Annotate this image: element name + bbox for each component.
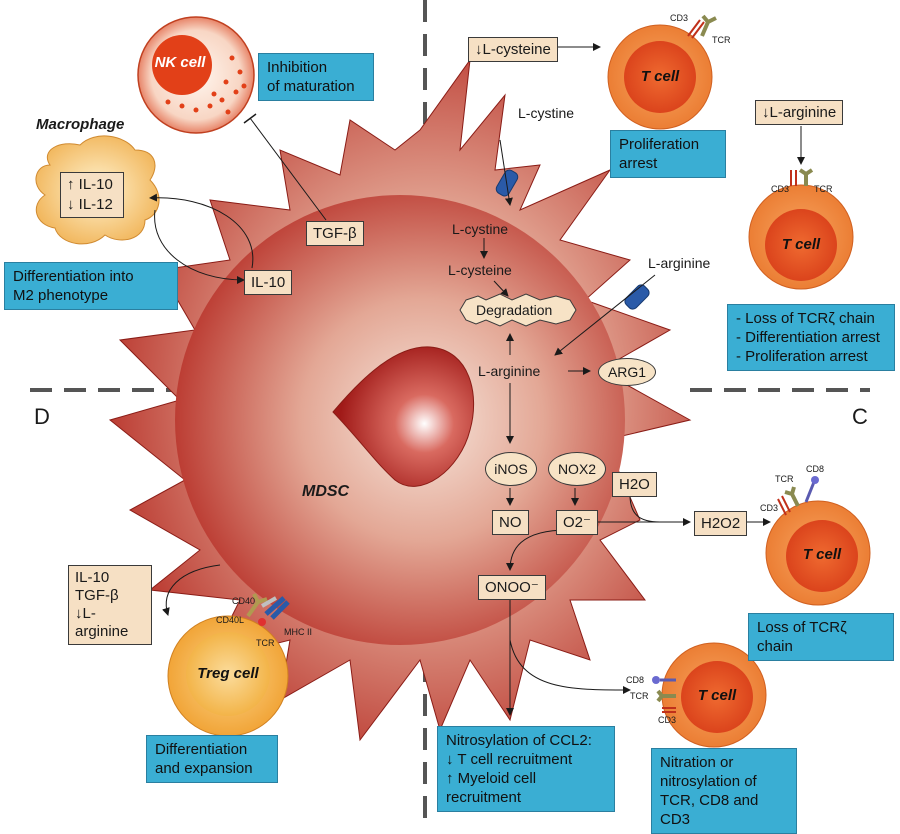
nk-cell-label: NK cell [154,54,206,71]
tgf-beta-box: TGF-β [306,221,364,246]
proliferation-arrest-note: Proliferation arrest [610,130,726,178]
tcell-3-tcr-label: TCR [775,474,794,484]
treg-cell-label: Treg cell [197,665,259,682]
quadrant-label-d: D [34,404,50,429]
tcell-4-tcr-label: TCR [630,691,649,701]
h2o-box: H2O [612,472,657,497]
macrophage-to-il10-arrow [154,209,245,284]
treg-cell [167,593,290,737]
arginine-effects-note: - Loss of TCRζ chain - Differentiation a… [727,304,895,371]
o2-box: O2⁻ [556,510,598,535]
cysteine-deficit-box: ↓L-cysteine [468,37,558,62]
h2o2-box: H2O2 [694,511,748,536]
quadrant-label-c: C [852,404,868,429]
arrow-o2-onoo [506,529,569,571]
arrow-onoo-tcell [509,639,631,694]
il10-up-line: ↑ IL-10 [67,176,113,193]
l-arginine-outer-label: L-arginine [648,255,711,271]
tcell-1 [607,14,717,130]
ccl2-nitrosylation-note: Nitrosylation of CCL2: ↓ T cell recruitm… [437,726,615,812]
tcell-1-cd3-label: CD3 [670,13,689,23]
tcell-2 [748,168,854,290]
mdsc-label: MDSC [302,483,350,500]
treg-factors-box: IL-10 TGF-β ↓L-arginine [68,565,152,645]
tcell-2-tcr-label: TCR [814,184,833,194]
inos-oval: iNOS [485,452,537,486]
macrophage-title: Macrophage [36,116,125,133]
tgf-inhibition-line [249,117,327,221]
il12-down-line: ↓ IL-12 [67,196,113,213]
arrow-mdsc-treg [162,564,221,616]
degradation-label: Degradation [476,302,553,318]
arg1-oval: ARG1 [598,358,656,386]
tcell-3 [765,476,871,606]
arginine-transporter [554,274,656,356]
tcell-1-tcr-label: TCR [712,35,731,45]
tcell-4 [652,642,767,748]
tcell-3-note: Loss of TCRζ chain [748,613,894,661]
tcell-2-cd3-label: CD3 [771,184,790,194]
l-cystine-inner-label: L-cystine [452,221,509,237]
l-cystine-outer-label: L-cystine [518,105,575,121]
nk-granules [165,55,247,115]
degradation-burst [459,293,577,327]
inhibition-bar [243,113,257,124]
mdsc-nucleus [332,346,475,487]
l-arginine-inner-label: L-arginine [478,363,541,379]
tcell-1-label: T cell [640,68,680,85]
macrophage-cytokine-box: ↑ IL-10 ↓ IL-12 [60,172,124,218]
cystine-transporter [495,139,519,206]
arginine-deficit-box: ↓L-arginine [755,100,844,125]
tcell-4-note: Nitration or nitrosylation of TCR, CD8 a… [651,748,797,834]
nox2-oval: NOX2 [548,452,606,486]
il10-box: IL-10 [244,270,293,295]
l-cysteine-label: L-cysteine [448,262,512,278]
il10-to-macrophage-arrow [149,193,254,269]
tcell-3-label: T cell [802,546,842,563]
arrow-cysteine-degradation [493,280,509,297]
no-box: NO [492,510,529,535]
tcell-4-label: T cell [697,687,737,704]
tcell-4-cd3-label: CD3 [658,715,677,725]
nk-nucleus [152,35,212,95]
m2-differentiation-note: Differentiation into M2 phenotype [4,262,178,310]
treg-cd40-label: CD40 [232,596,256,606]
treg-cd40l-label: CD40L [216,615,245,625]
tcell-4-cd8-label: CD8 [626,675,645,685]
treg-expansion-note: Differentiation and expansion [146,735,278,783]
treg-tcr-label: TCR [256,638,275,648]
treg-mhc-label: MHC II [284,627,312,637]
nk-inhibition-note: Inhibition of maturation [258,53,374,101]
tcell-2-label: T cell [781,236,821,253]
tcell-3-cd8-label: CD8 [806,464,825,474]
onoo-box: ONOO⁻ [478,575,546,600]
tcell-3-cd3-label: CD3 [760,503,779,513]
